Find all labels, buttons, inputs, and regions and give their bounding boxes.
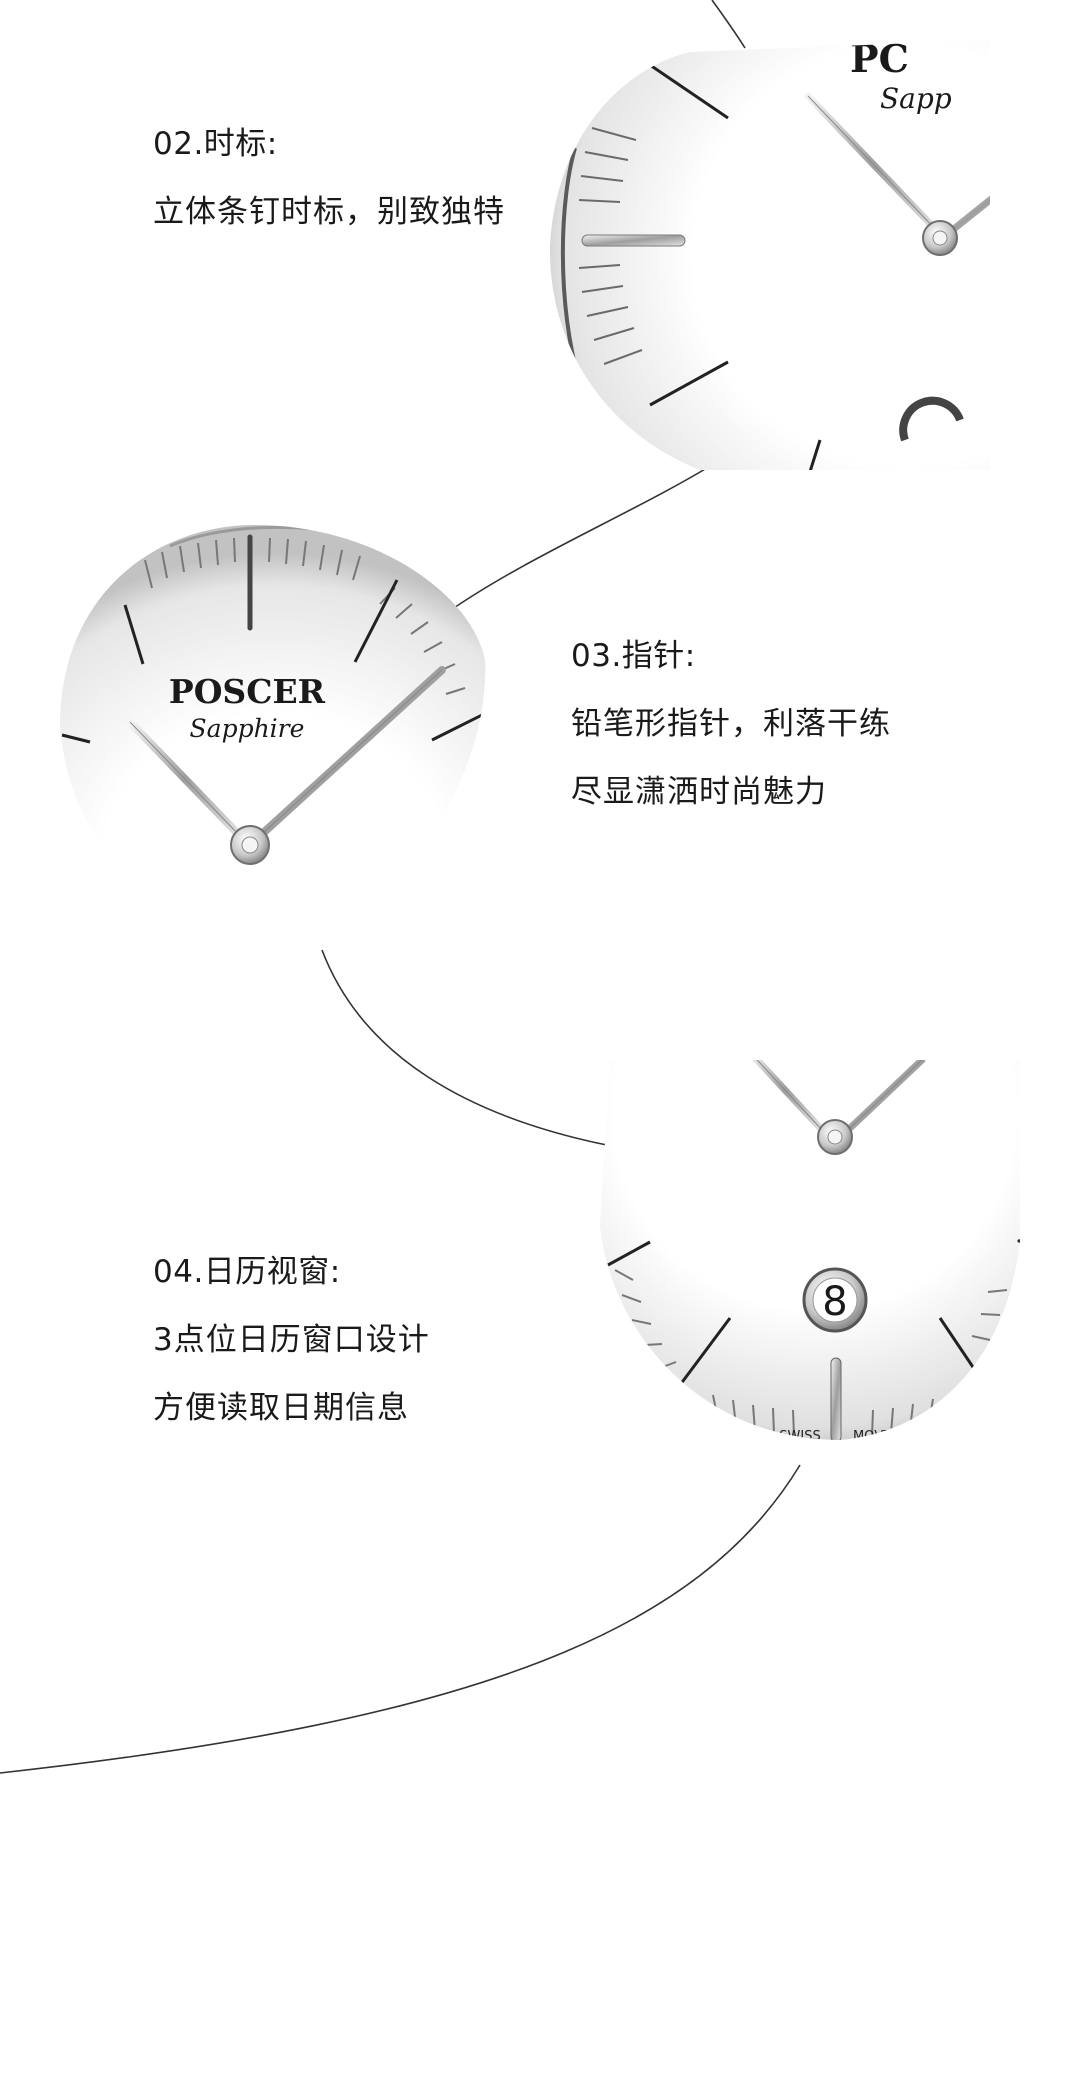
dial-mid-model: Sapphire: [190, 714, 305, 743]
dial-closeup-hands: POSCER Sapphire: [60, 525, 486, 921]
feature-heading: 04.日历视窗:: [153, 1254, 341, 1290]
dial-date-number: 8: [822, 1279, 847, 1325]
dial-top-brand-partial: PC: [850, 36, 909, 81]
dial-top-model-partial: Sapp: [880, 82, 952, 115]
feature-heading: 02.时标:: [153, 126, 278, 162]
dial-closeup-date-window: SWISS MOVT 8: [600, 1060, 1020, 1444]
feature-description-line: 方便读取日期信息: [153, 1390, 409, 1426]
dial-movt-label: MOVT: [853, 1429, 891, 1444]
feature-hands: 03.指针: 铅笔形指针，利落干练 尽显潇洒时尚魅力: [571, 636, 891, 840]
dial-closeup-indices: PC Sapp: [549, 36, 990, 470]
dial-mid-brand: POSCER: [169, 672, 326, 711]
connector-curve-lower: [0, 1464, 801, 1774]
feature-description-line: 尽显潇洒时尚魅力: [571, 774, 827, 810]
feature-dial-indices: 02.时标: 立体条钉时标，别致独特: [153, 124, 505, 260]
feature-description-line: 3点位日历窗口设计: [153, 1322, 430, 1358]
feature-description-line: 立体条钉时标，别致独特: [153, 194, 505, 230]
connector-curve-middle: [321, 949, 634, 1151]
connector-curve-upper: [447, 459, 721, 613]
feature-date-window: 04.日历视窗: 3点位日历窗口设计 方便读取日期信息: [153, 1252, 430, 1456]
dial-swiss-label: SWISS: [779, 1429, 820, 1444]
connector-curve-top: [711, 0, 746, 49]
feature-description-line: 铅笔形指针，利落干练: [571, 706, 891, 742]
feature-heading: 03.指针:: [571, 638, 696, 674]
